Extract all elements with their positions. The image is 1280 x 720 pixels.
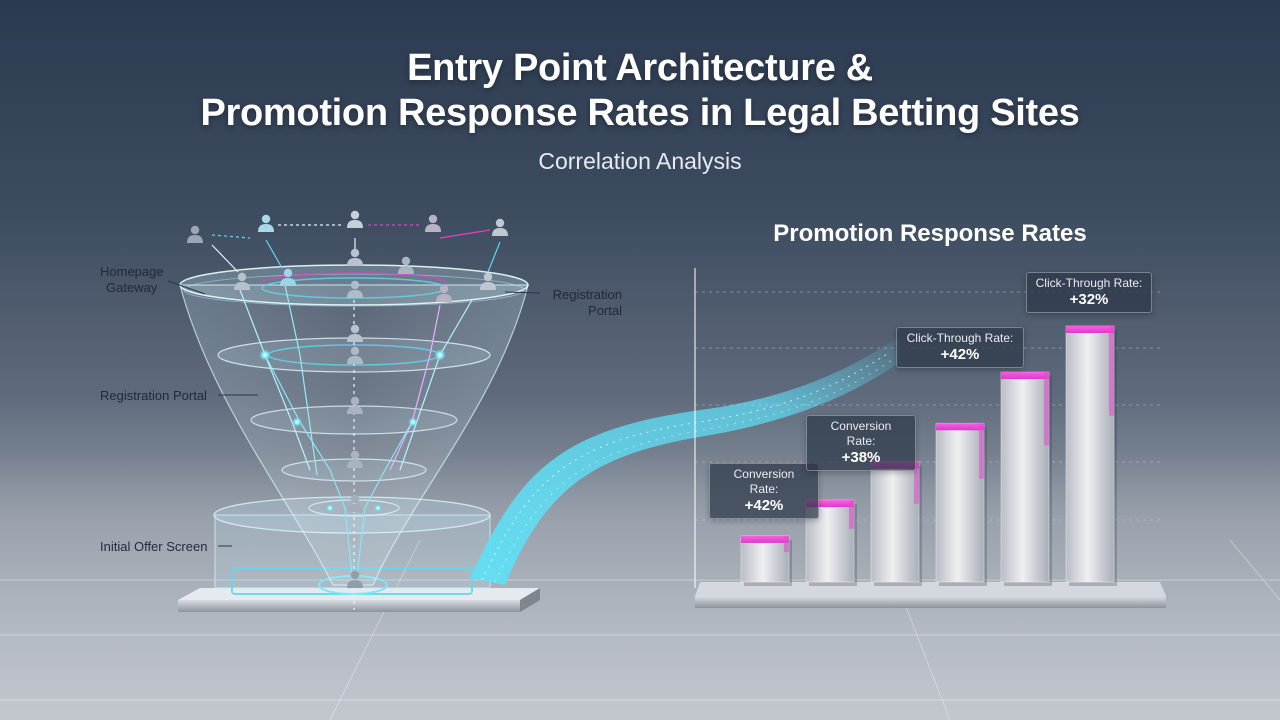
bar-1 <box>740 535 792 586</box>
bar-body <box>935 422 985 583</box>
label-homepage-gateway: Homepage Gateway <box>100 264 164 296</box>
label-registration-portal-right: Registration Portal <box>544 287 622 319</box>
funnel-base-platform <box>178 496 540 612</box>
bar-body <box>1065 325 1115 583</box>
funnel-nodes <box>259 349 446 512</box>
user-icon <box>425 214 441 232</box>
bar-top <box>1001 372 1049 380</box>
bar-glow-edge <box>914 461 919 504</box>
flow-ribbon <box>470 336 900 585</box>
callout-2: Conversion Rate:+38% <box>806 415 916 471</box>
bar-5 <box>1000 371 1052 586</box>
label-homepage-line-1: Homepage <box>100 264 164 279</box>
bar-top <box>806 500 854 508</box>
bar-top <box>741 535 789 543</box>
bar-glow-edge <box>979 423 984 479</box>
bar-6 <box>1065 325 1117 586</box>
bar-body <box>870 461 920 583</box>
bar-3 <box>870 461 922 586</box>
callout-value: +42% <box>940 346 980 363</box>
callout-label: Click-Through Rate: <box>1035 276 1143 290</box>
user-icon <box>347 248 363 266</box>
label-registration-right-line-1: Registration <box>552 287 622 302</box>
top-connections <box>211 224 501 273</box>
callout-4: Click-Through Rate:+32% <box>1026 272 1152 313</box>
label-registration-right-line-2: Portal <box>588 303 622 318</box>
label-initial-offer-screen: Initial Offer Screen <box>100 539 208 554</box>
callout-1: Conversion Rate:+42% <box>709 463 819 519</box>
label-homepage-line-2: Gateway <box>106 280 158 295</box>
user-icon <box>258 214 274 232</box>
user-icon <box>347 210 363 228</box>
user-icon <box>187 225 203 243</box>
callout-label: Conversion Rate: <box>733 467 795 496</box>
bar-4 <box>935 422 987 586</box>
bar-chart <box>694 268 1166 608</box>
callout-label: Click-Through Rate: <box>906 331 1014 345</box>
callout-value: +42% <box>744 497 784 514</box>
bar-glow-edge <box>1044 372 1049 446</box>
bar-glow-edge <box>1109 326 1114 416</box>
title-line-1: Entry Point Architecture & <box>407 47 873 89</box>
label-leaders <box>167 280 541 547</box>
chart-base <box>695 582 1166 596</box>
bar-top <box>1066 326 1114 333</box>
title-line-2: Promotion Response Rates in Legal Bettin… <box>200 92 1080 134</box>
bar-glow-edge <box>784 535 789 553</box>
bar-body <box>1000 371 1050 583</box>
callout-value: +38% <box>841 449 881 466</box>
callout-value: +32% <box>1069 291 1109 308</box>
callout-3: Click-Through Rate:+42% <box>896 327 1024 368</box>
callout-label: Conversion Rate: <box>830 419 892 448</box>
page-title: Entry Point Architecture & Promotion Res… <box>0 46 1280 136</box>
bar-glow-edge <box>849 500 854 529</box>
chart-base-front <box>695 596 1166 608</box>
bar-top <box>936 423 984 431</box>
chart-title: Promotion Response Rates <box>773 220 1087 247</box>
user-icon <box>492 218 508 236</box>
page-subtitle: Correlation Analysis <box>538 148 742 174</box>
label-registration-portal-left: Registration Portal <box>100 388 207 403</box>
